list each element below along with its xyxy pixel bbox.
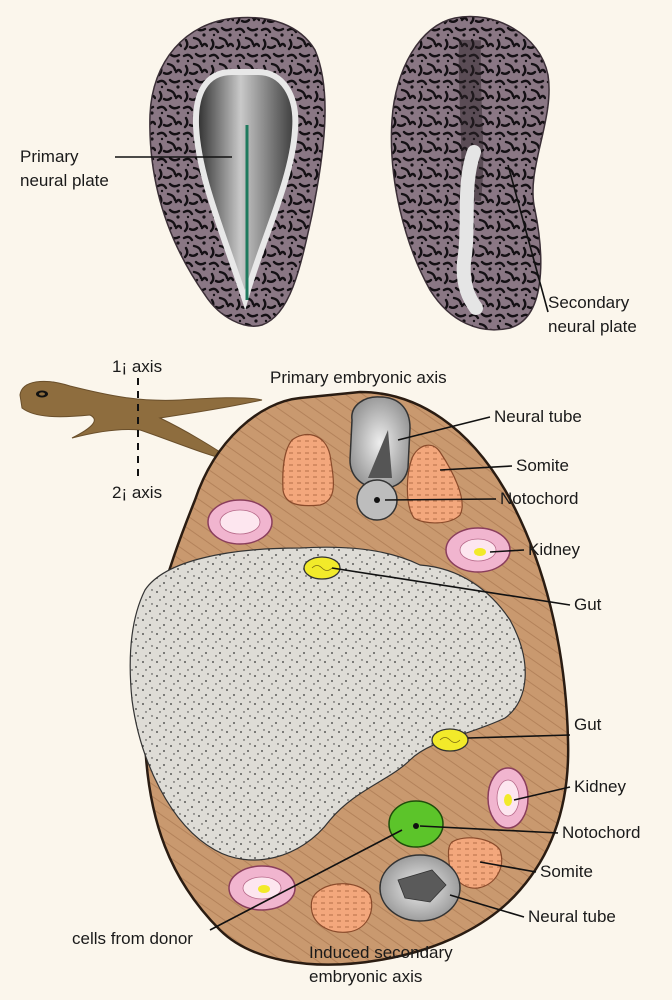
- secondary-neural-tube-label: Neural tube: [528, 907, 616, 926]
- primary-somite-label: Somite: [516, 456, 569, 475]
- secondary-somite-label: Somite: [540, 862, 593, 881]
- primary-notochord: [356, 479, 398, 521]
- secondary-somite-left: [310, 883, 373, 933]
- secondary-label: Secondary neural plate: [507, 164, 637, 336]
- axis1-label: 1¡ axis: [112, 357, 162, 376]
- donor-notochord: [388, 800, 444, 848]
- secondary-axis-title-line2: embryonic axis: [309, 967, 422, 986]
- primary-somite-left: [282, 433, 335, 507]
- primary-kidney-label: Kidney: [528, 540, 580, 559]
- primary-neural-tube-label: Neural tube: [494, 407, 582, 426]
- secondary-notochord-label: Notochord: [562, 823, 640, 842]
- secondary-labels: Gut Kidney Notochord Somite Neural tube …: [72, 715, 640, 986]
- secondary-label-line1: Secondary: [548, 293, 630, 312]
- secondary-gut: [431, 728, 469, 752]
- secondary-neural-tube: [379, 854, 461, 922]
- primary-axis-title: Primary embryonic axis: [270, 368, 447, 387]
- secondary-kidney-label: Kidney: [574, 777, 626, 796]
- primary-notochord-label: Notochord: [500, 489, 578, 508]
- secondary-kidney-left: [228, 865, 296, 911]
- secondary-neural-plate: [456, 145, 483, 315]
- donor-cells-label: cells from donor: [72, 929, 193, 948]
- primary-labels: Neural tube Somite Notochord Kidney Gut: [331, 407, 602, 614]
- axis2-label: 2¡ axis: [112, 483, 162, 502]
- primary-embryo: [149, 16, 326, 327]
- secondary-gut-label: Gut: [574, 715, 602, 734]
- secondary-label-line2: neural plate: [548, 317, 637, 336]
- primary-kidney-left: [207, 499, 273, 545]
- secondary-axis-title-line1: Induced secondary: [309, 943, 453, 962]
- primary-neural-tube: [349, 396, 411, 490]
- primary-gut-label: Gut: [574, 595, 602, 614]
- secondary-kidney: [487, 767, 529, 829]
- twin-tadpole-inset: 1¡ axis 2¡ axis: [19, 357, 263, 502]
- primary-somite-right: [406, 444, 463, 524]
- primary-label-line1: Primary: [20, 147, 79, 166]
- primary-label: Primary neural plate: [20, 147, 232, 190]
- primary-kidney-right: [445, 527, 511, 573]
- secondary-somite-right: [447, 837, 503, 889]
- secondary-embryo: [390, 15, 550, 331]
- primary-gut: [303, 556, 341, 580]
- primary-label-line2: neural plate: [20, 171, 109, 190]
- cross-section: [129, 390, 570, 966]
